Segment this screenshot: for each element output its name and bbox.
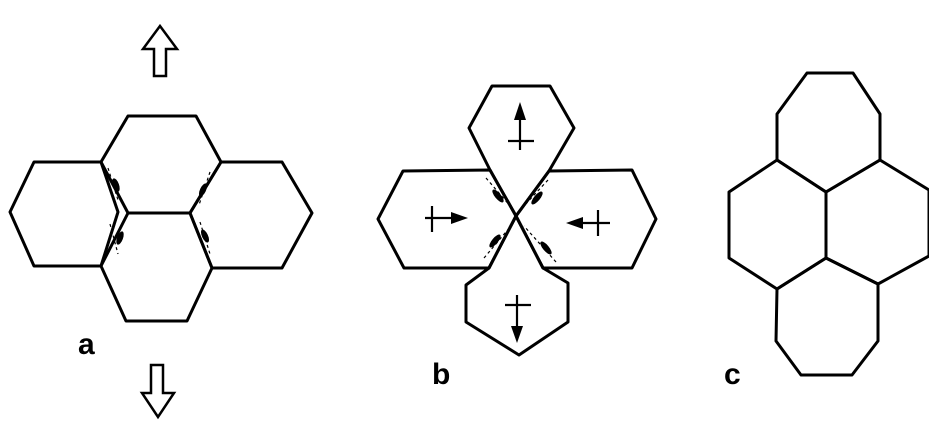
marker-right [566, 210, 610, 236]
panel-label-a: a [78, 328, 95, 361]
hexagon-top [99, 114, 223, 215]
slip-mark [116, 231, 124, 245]
panel-c: c [724, 71, 929, 391]
hexagon-bottom [99, 211, 214, 323]
hexagon-bottom [774, 256, 880, 377]
arrow-down-icon [139, 363, 177, 420]
slip-mark [198, 183, 208, 197]
slip-mark [540, 241, 552, 255]
panel-label-b: b [432, 358, 450, 391]
panel-label-c: c [724, 358, 741, 391]
marker-top [508, 102, 534, 150]
boundary-trace [109, 223, 119, 255]
boundary-trace [523, 225, 557, 263]
slip-mark [531, 191, 543, 205]
slip-mark [492, 189, 504, 203]
hexagon-top [467, 84, 576, 218]
boundary-trace [483, 225, 512, 259]
arrow-up-icon [140, 23, 180, 78]
hexagon-top [775, 71, 882, 194]
marker-left [425, 206, 468, 232]
hexagon-bottom [464, 214, 570, 357]
panel-b: b [376, 84, 658, 391]
hexagon-left [727, 158, 828, 291]
panel-a: a [8, 23, 314, 420]
slip-mark [489, 234, 501, 248]
marker-bottom [505, 295, 531, 343]
boundary-trace [521, 179, 549, 209]
hexagon-left [8, 160, 120, 268]
boundary-trace [485, 177, 513, 209]
slip-mark [112, 178, 120, 192]
